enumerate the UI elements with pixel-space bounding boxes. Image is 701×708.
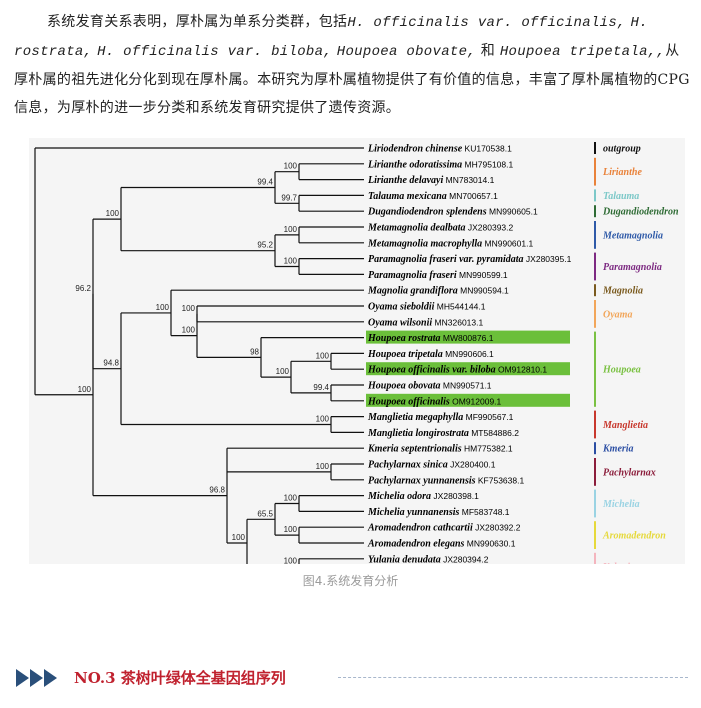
taxon-label: Houpoea officinalis var. biloba OM912810… [367,365,547,376]
highlight-box [366,330,570,344]
clade-label: Oyama [603,309,632,320]
bootstrap-label: 100 [106,209,120,218]
phylogenetic-tree: 100 99.7 99.4 100 100 95.2 100 100 99.4 100 100 98 1… [34,142,679,564]
taxon-label: Oyama wilsonii MN326013.1 [368,317,483,328]
clade-label: Dugandiodendron [602,207,679,218]
taxon-label: Michelia odora JX280398.1 [367,491,479,502]
highlight-box [366,393,570,407]
taxon-label: Aromadendron cathcartii JX280392.2 [367,523,521,534]
clade-label: Talauma [603,191,639,202]
taxon-label: Oyama sieboldii MH544144.1 [368,302,486,313]
bootstrap-label: 96.8 [209,486,225,495]
chevron-right-icon [16,669,29,687]
bootstrap-label: 100 [284,557,298,564]
bootstrap-label: 99.4 [313,383,329,392]
bootstrap-label: 100 [232,533,246,542]
taxon-label: Metamagnolia dealbata JX280393.2 [367,223,514,234]
chevron-right-icon [30,669,43,687]
conjunction: 和 [480,43,496,59]
divider [338,677,688,678]
taxon-name: H. officinalis var. biloba, [97,44,333,60]
bootstrap-label: 100 [284,494,298,503]
section-title: NO.3 茶树叶绿体全基因组序列 [74,669,286,687]
taxon-label: Houpoea obovata MN990571.1 [367,381,492,392]
bootstrap-label: 100 [182,304,196,313]
intro-tail: 从厚朴属的祖先进化分化到现在厚朴属。本研究为厚朴属植物提供了有价值的信息，丰富了… [14,43,690,116]
taxon-label: Paramagnolia fraseri MN990599.1 [368,270,508,281]
taxon-label: Michelia yunnanensis MF583748.1 [367,507,510,518]
figure-caption: 图4.系统发育分析 [302,574,399,588]
bootstrap-label: 100 [78,385,92,394]
section-header: NO.3 茶树叶绿体全基因组序列 [16,666,688,688]
bootstrap-label: 99.4 [257,178,273,187]
intro-paragraph: 系统发育关系表明，厚朴属为单系分类群，包括H. officinalis var.… [14,8,690,122]
bootstrap-label: 100 [182,326,196,335]
bootstrap-label: 100 [156,303,170,312]
bootstrap-label: 95.2 [257,241,273,250]
bootstrap-label: 100 [284,225,298,234]
taxon-label: Metamagnolia macrophylla MN990601.1 [367,238,533,249]
bootstrap-label: 98 [250,347,259,356]
bootstrap-label: 100 [284,162,298,171]
taxon-label: Aromadendron elegans MN990630.1 [367,539,516,550]
taxon-label: Paramagnolia fraseri var. pyramidata JX2… [368,254,572,265]
taxon-label: Lirianthe delavayi MN783014.1 [367,175,495,186]
bootstrap-label: 96.2 [75,284,91,293]
clade-label: Pachylarnax [603,467,656,478]
clade-label: Houpoea [602,365,641,376]
chevron-right-icon [44,669,57,687]
taxon-label: Pachylarnax sinica JX280400.1 [368,460,496,471]
bootstrap-label: 94.8 [103,359,119,368]
taxon-label: Lirianthe odoratissima MH795108.1 [367,159,513,170]
clade-label: Yulania [603,562,635,564]
bootstrap-label: 65.5 [257,509,273,518]
taxon-label: Houpoea officinalis OM912009.1 [367,396,502,407]
taxon-label: Talauma mexicana MN700657.1 [368,191,498,202]
clade-label: Manglietia [602,420,648,431]
bootstrap-label: 100 [316,415,330,424]
bootstrap-label: 100 [316,462,330,471]
clade-label: Michelia [602,499,640,510]
taxon-label: Kmeria septentrionalis HM775382.1 [367,444,513,455]
clade-label: Metamagnolia [602,230,663,241]
taxon-label: Magnolia grandiflora MN990594.1 [367,286,509,297]
taxon-name: Houpoea tripetala,, [499,44,666,60]
taxon-label: Dugandiodendron splendens MN990605.1 [367,207,538,218]
bootstrap-label: 100 [316,351,330,360]
taxon-label: Yulania denudata JX280394.2 [368,554,489,564]
taxon-name: H. officinalis var. officinalis, [347,15,626,31]
taxon-label: Liriodendron chinense KU170538.1 [367,144,512,155]
clade-label: Lirianthe [602,167,642,178]
bootstrap-label: 99.7 [281,193,297,202]
taxon-label: Houpoea rostrata MW800876.1 [367,333,494,344]
taxon-label: Manglietia megaphylla MF990567.1 [367,412,514,423]
clade-label: Kmeria [602,444,634,455]
taxon-name: Houpoea obovate, [336,44,477,60]
taxon-name: H. rostrata, [14,15,648,60]
taxon-label: Houpoea tripetala MN990606.1 [367,349,494,360]
bootstrap-label: 100 [284,525,298,534]
taxon-label: Pachylarnax yunnanensis KF753638.1 [368,475,524,486]
clade-label: Aromadendron [602,531,666,542]
bootstrap-label: 100 [276,367,290,376]
bootstrap-label: 100 [284,257,298,266]
highlight-box [366,362,570,376]
clade-label: outgroup [603,144,641,155]
clade-label: Magnolia [602,286,643,297]
intro-lead: 系统发育关系表明，厚朴属为单系分类群，包括 [47,14,348,30]
figure-background [29,138,685,564]
clade-label: Paramagnolia [603,262,662,273]
taxon-label: Manglietia longirostrata MT584886.2 [367,428,519,439]
